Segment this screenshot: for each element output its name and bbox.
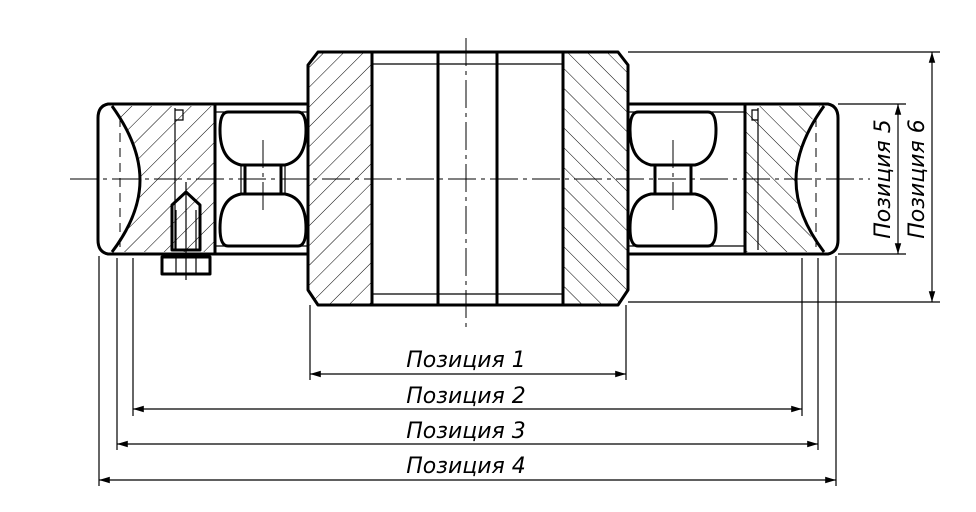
dimension-position-3: Позиция 3 [116,258,819,450]
dimension-position-4: Позиция 4 [98,256,837,486]
right-rim-groove [794,105,826,253]
dimension-position-6: Позиция 6 [628,51,940,303]
right-rim-outline [626,102,840,256]
left-rim-groove [110,105,142,253]
dimension-position-2: Позиция 2 [132,258,803,416]
dimension-position-1: Позиция 1 [309,305,627,380]
dimension-label-position-6: Позиция 6 [905,119,930,239]
dimension-label-position-3: Позиция 3 [406,419,526,444]
dimension-label-position-1: Позиция 1 [406,348,526,373]
left-rim-outline [96,102,310,256]
dimension-label-position-2: Позиция 2 [406,384,526,409]
right-roller-upper [628,110,718,167]
dimension-label-position-5: Позиция 5 [871,119,896,239]
right-rim-section [745,106,820,252]
left-roller-upper [218,110,308,180]
dimension-label-position-4: Позиция 4 [406,454,526,479]
left-roller-lower [218,165,308,248]
bolt [160,182,212,280]
dimension-position-5: Позиция 5 [838,103,906,255]
right-rim [626,102,840,256]
